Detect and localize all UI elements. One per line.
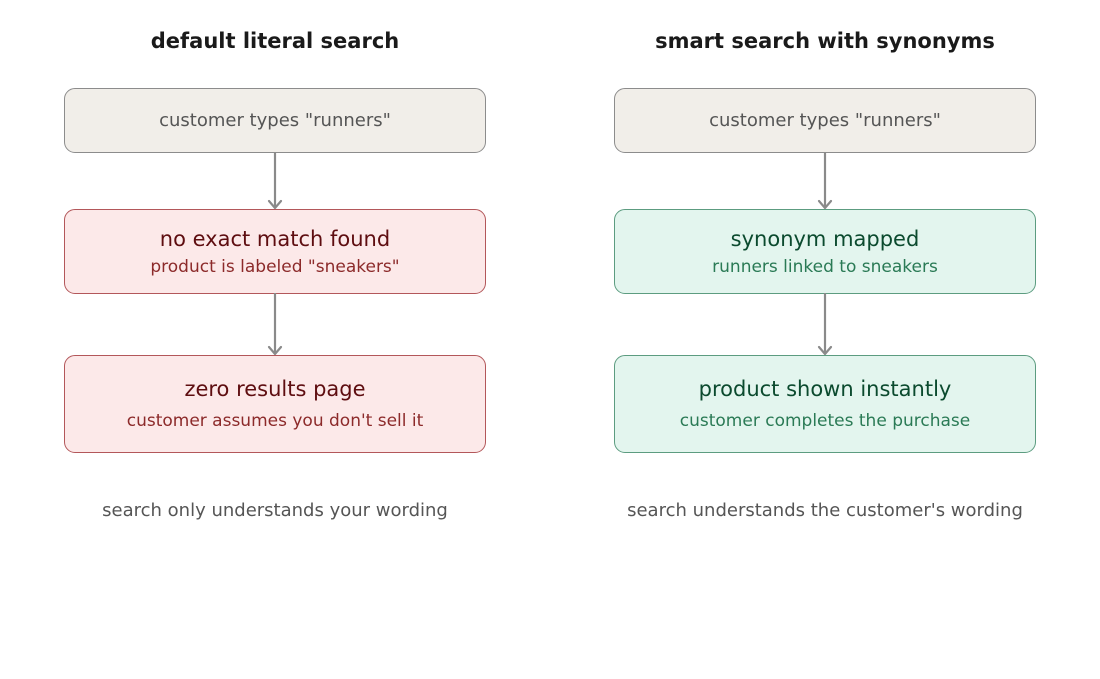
- arrow-down-icon: [817, 293, 833, 356]
- arrow-down-icon: [817, 152, 833, 210]
- literal-search-column: default literal search customer types "r…: [64, 0, 486, 679]
- literal-zero-results-subtitle: customer assumes you don't sell it: [126, 411, 424, 431]
- arrow-down-icon: [267, 152, 283, 210]
- literal-start-label: customer types "runners": [159, 109, 391, 131]
- smart-search-title: smart search with synonyms: [655, 29, 995, 53]
- literal-search-caption: search only understands your wording: [102, 500, 448, 521]
- literal-no-match-node: no exact match found product is labeled …: [64, 209, 486, 294]
- smart-search-caption: search understands the customer's wordin…: [627, 500, 1023, 521]
- smart-synonym-title: synonym mapped: [730, 226, 920, 251]
- arrow-down-icon: [267, 293, 283, 356]
- literal-zero-results-title: zero results page: [184, 377, 366, 401]
- smart-start-node: customer types "runners": [614, 88, 1036, 153]
- literal-zero-results-node: zero results page customer assumes you d…: [64, 355, 486, 453]
- smart-product-shown-subtitle: customer completes the purchase: [679, 411, 971, 431]
- smart-product-shown-node: product shown instantly customer complet…: [614, 355, 1036, 453]
- literal-start-node: customer types "runners": [64, 88, 486, 153]
- smart-synonym-node: synonym mapped runners linked to sneaker…: [614, 209, 1036, 294]
- literal-search-title: default literal search: [150, 29, 400, 53]
- smart-start-label: customer types "runners": [709, 109, 941, 131]
- smart-synonym-subtitle: runners linked to sneakers: [712, 256, 938, 277]
- literal-no-match-title: no exact match found: [159, 226, 391, 251]
- smart-product-shown-title: product shown instantly: [698, 377, 952, 401]
- smart-search-column: smart search with synonyms customer type…: [614, 0, 1036, 679]
- literal-no-match-subtitle: product is labeled "sneakers": [150, 256, 400, 277]
